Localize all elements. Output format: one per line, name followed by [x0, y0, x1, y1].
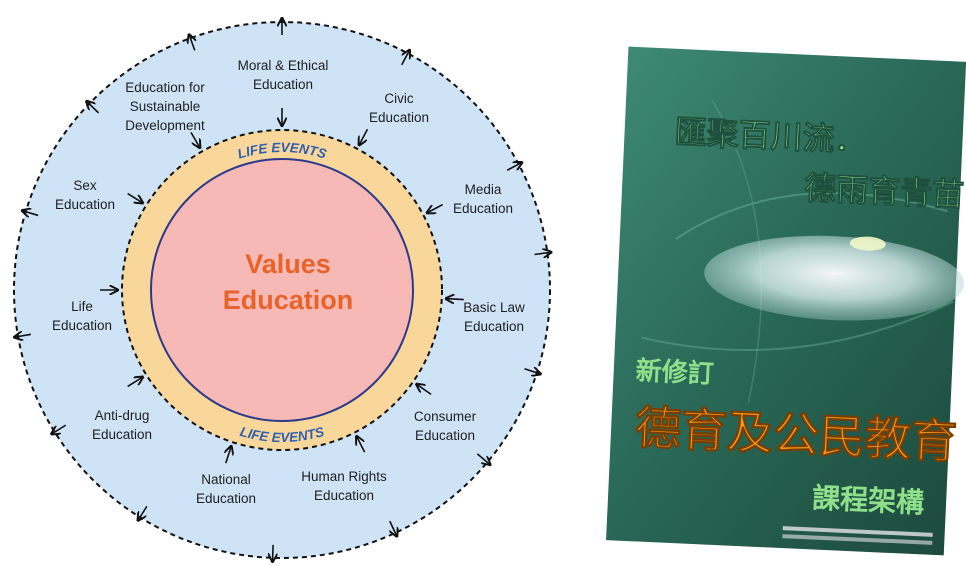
- topic-consumer: Consumer Education: [413, 409, 477, 443]
- topic-media: Media Education: [452, 182, 514, 216]
- ring-label-top: LIFE EVENTS: [236, 140, 328, 162]
- values-education-diagram: LIFE EVENTS LIFE EVENTS: [0, 0, 600, 566]
- topic-human-rights: Human Rights Education: [301, 469, 387, 503]
- poster-image: 匯聚百川流． 德雨育青苗 新修訂 德育及公民教育 課程架構: [606, 46, 966, 556]
- inner-arrow-5: [356, 436, 366, 453]
- poster-headline-line1: 匯聚百川流．: [674, 113, 868, 160]
- inner-arrow-4: [416, 384, 432, 396]
- outer-arrow-10: [14, 334, 32, 337]
- poster-main-title-suffix: 課程架構: [811, 481, 924, 519]
- topic-national: National Education: [195, 472, 257, 506]
- topic-basic-law: Basic Law Education: [463, 300, 525, 334]
- outer-arrow-5: [476, 453, 490, 465]
- topic-sustainable-development: Education for Sustainable Development: [125, 80, 205, 133]
- outer-arrow-7: [273, 544, 274, 562]
- outer-arrow-13: [189, 34, 195, 51]
- outer-arrow-3: [534, 252, 552, 254]
- outer-arrow-6: [390, 520, 397, 536]
- outer-arrow-8: [138, 505, 148, 520]
- inner-arrow-9: [127, 192, 143, 204]
- topic-anti-drug: Anti-drug Education: [91, 408, 153, 442]
- inner-arrow-3: [446, 299, 464, 300]
- outer-arrow-4: [524, 369, 541, 374]
- inner-arrow-2: [427, 203, 444, 213]
- poster-headline-line2: 德雨育青苗: [803, 169, 965, 214]
- outer-arrow-9: [51, 424, 67, 434]
- topic-civic: Civic Education: [368, 91, 430, 125]
- outer-arrow-11: [22, 210, 39, 215]
- center-circle: [150, 158, 414, 422]
- poster-subtitle: 新修訂: [635, 355, 714, 390]
- topic-moral-ethical: Moral & Ethical Education: [237, 58, 329, 92]
- inner-arrow-1: [359, 128, 369, 145]
- outer-arrow-2: [506, 162, 522, 171]
- inner-arrow-6: [226, 446, 232, 464]
- outer-arrow-12: [86, 101, 100, 114]
- water-drop: [704, 235, 965, 321]
- inner-arrow-10: [190, 131, 200, 148]
- inner-arrow-7: [127, 377, 143, 388]
- topic-life: Life Education: [51, 299, 113, 333]
- center-title: Values Education: [222, 249, 354, 315]
- outer-arrow-1: [401, 50, 410, 66]
- topic-sex: Sex Education: [54, 178, 116, 212]
- ring-label-bottom: LIFE EVENTS: [238, 424, 325, 445]
- arrows-group: [14, 18, 551, 562]
